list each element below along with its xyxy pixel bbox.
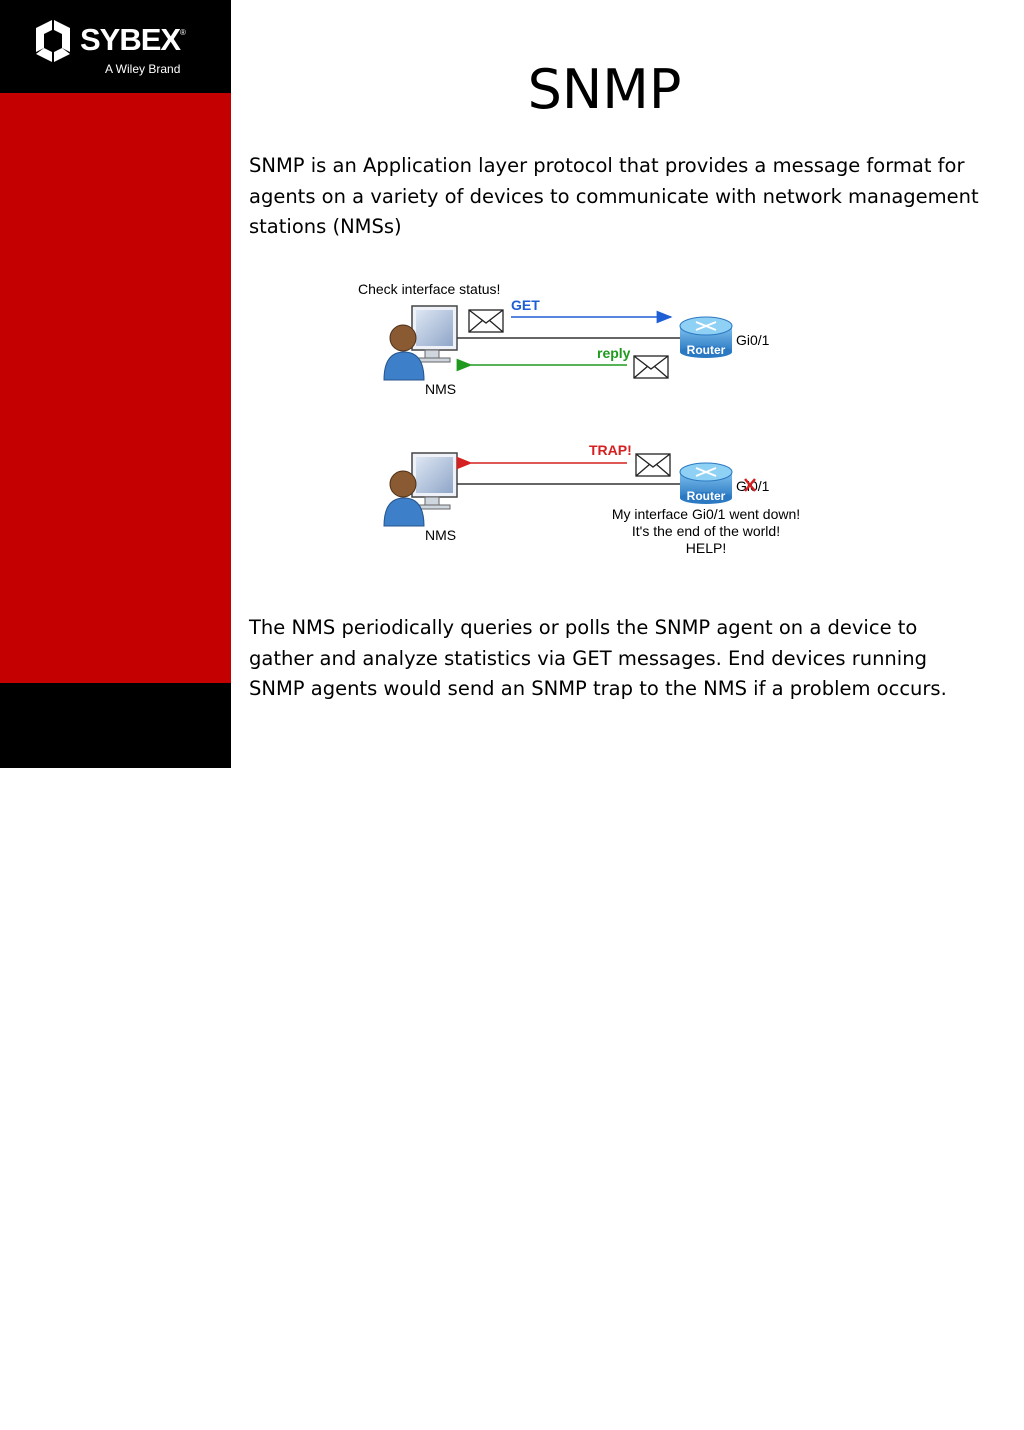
- slide-title: SNMP: [527, 58, 682, 121]
- router-icon-top: [679, 316, 733, 358]
- router-label-top: Router: [687, 343, 726, 357]
- trap-label: TRAP!: [589, 442, 632, 458]
- envelope-icon: [633, 355, 669, 379]
- get-label: GET: [511, 297, 540, 313]
- alert-message-line-3: HELP!: [686, 540, 726, 556]
- router-label-bottom: Router: [687, 489, 726, 503]
- sidebar-footer: WILEY: [0, 683, 231, 1429]
- envelope-icon: [468, 309, 504, 333]
- publisher-logo: WILEY: [28, 1383, 177, 1430]
- nms-label-top: NMS: [425, 381, 456, 397]
- snmp-diagram: NMS Check interface status! GET Router G…: [358, 281, 800, 556]
- nms-workstation-bottom: [383, 452, 458, 527]
- callout-text: Check interface status!: [358, 281, 500, 297]
- publisher-name: WILEY: [28, 1384, 177, 1429]
- brand-tagline: A Wiley Brand: [105, 62, 181, 76]
- router-icon-bottom: [679, 462, 733, 504]
- sybex-mark-icon: [36, 20, 70, 62]
- nms-workstation-top: [383, 305, 458, 381]
- reply-label: reply: [597, 345, 631, 361]
- interface-label-top: Gi0/1: [736, 332, 770, 348]
- envelope-icon: [635, 453, 671, 477]
- slide-paragraph-detail: The NMS periodically queries or polls th…: [249, 616, 947, 700]
- link-down-x-icon: [744, 478, 756, 492]
- sidebar: SYBEX ® A Wiley Brand WILEY: [0, 0, 231, 1429]
- sidebar-header: SYBEX ® A Wiley Brand: [0, 0, 231, 93]
- alert-message-line-1: My interface Gi0/1 went down!: [612, 506, 800, 522]
- brand-registered-mark: ®: [180, 28, 186, 37]
- brand-name: SYBEX: [80, 22, 181, 57]
- nms-label-bottom: NMS: [425, 527, 456, 543]
- alert-message-line-2: It's the end of the world!: [632, 523, 780, 539]
- sidebar-accent-band: [0, 93, 231, 683]
- slide-paragraph-intro: SNMP is an Application layer protocol th…: [249, 154, 979, 238]
